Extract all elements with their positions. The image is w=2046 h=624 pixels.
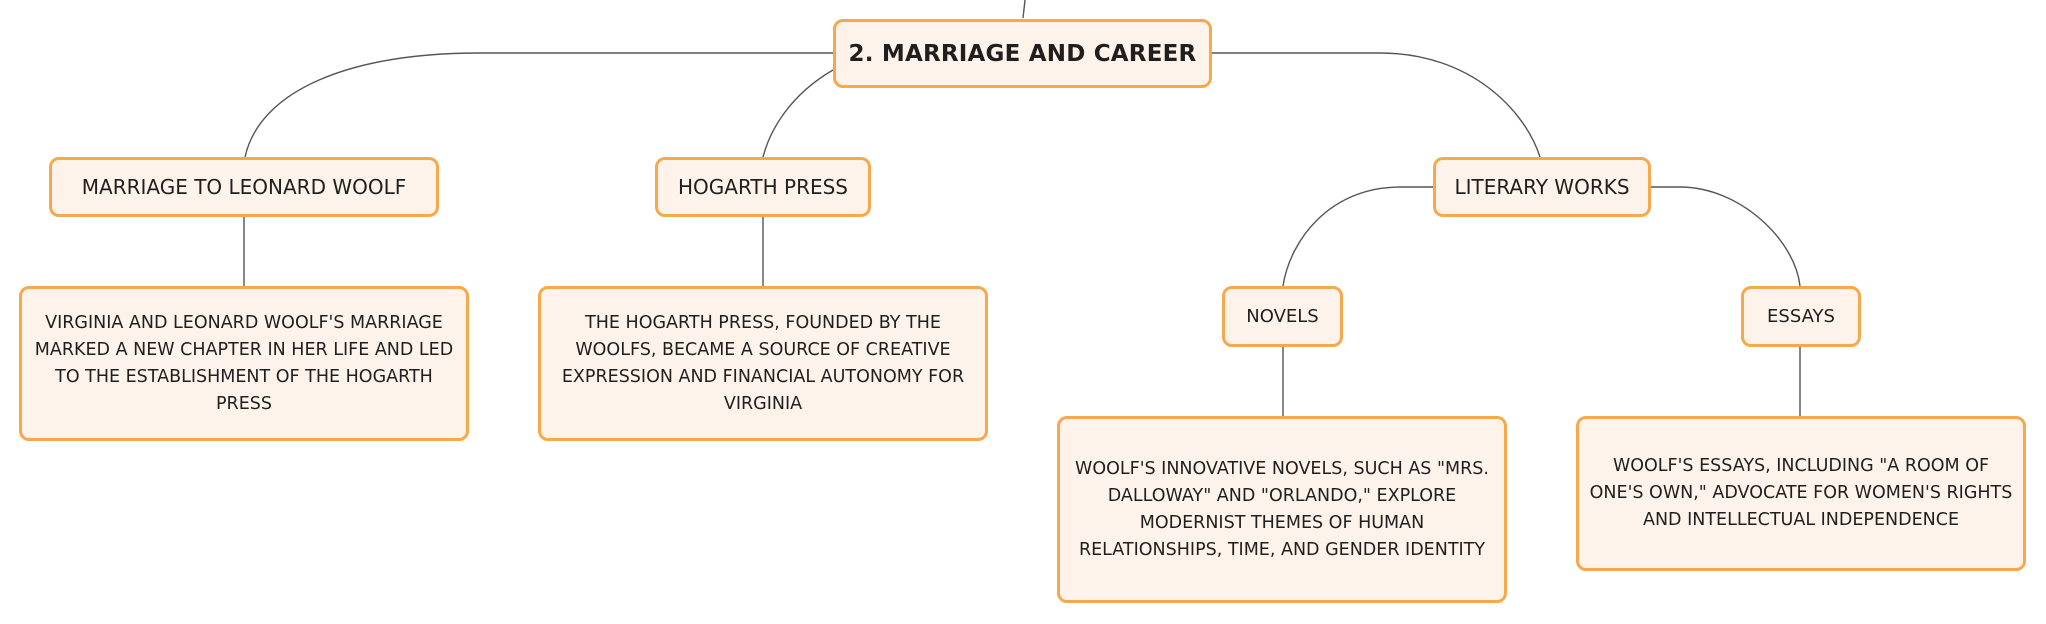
- connector-literary-to-novels: [1282, 186, 1433, 287]
- root-node[interactable]: 2. MARRIAGE AND CAREER: [833, 19, 1212, 88]
- detail-node-novels[interactable]: WOOLF'S INNOVATIVE NOVELS, SUCH AS "MRS.…: [1057, 416, 1507, 603]
- topic-node-label: MARRIAGE TO LEONARD WOOLF: [81, 175, 407, 199]
- root-node-label: 2. MARRIAGE AND CAREER: [848, 40, 1197, 67]
- connector-literary-to-essays: [1650, 186, 1801, 287]
- subtopic-node-label: ESSAYS: [1767, 306, 1835, 327]
- detail-node-text: VIRGINIA AND LEONARD WOOLF'S MARRIAGE MA…: [34, 312, 454, 414]
- detail-node-marriage[interactable]: VIRGINIA AND LEONARD WOOLF'S MARRIAGE MA…: [19, 286, 469, 441]
- detail-node-text: WOOLF'S ESSAYS, INCLUDING "A ROOM OF ONE…: [1589, 456, 2013, 530]
- detail-node-text: WOOLF'S INNOVATIVE NOVELS, SUCH AS "MRS.…: [1075, 458, 1489, 560]
- subtopic-node-label: NOVELS: [1246, 306, 1319, 327]
- connector-root-to-literary: [1212, 52, 1541, 158]
- topic-node-label: HOGARTH PRESS: [678, 175, 848, 199]
- detail-node-hogarth-press[interactable]: THE HOGARTH PRESS, FOUNDED BY THE WOOLFS…: [538, 286, 988, 441]
- subtopic-node-essays[interactable]: ESSAYS: [1741, 286, 1861, 347]
- connector-parent-to-root: [1022, 0, 1026, 19]
- connector-root-to-hogarth: [762, 69, 834, 158]
- connector-root-to-marriage: [244, 52, 833, 158]
- topic-node-literary-works[interactable]: LITERARY WORKS: [1433, 157, 1651, 217]
- topic-node-hogarth-press[interactable]: HOGARTH PRESS: [655, 157, 871, 217]
- subtopic-node-novels[interactable]: NOVELS: [1222, 286, 1343, 347]
- detail-node-text: THE HOGARTH PRESS, FOUNDED BY THE WOOLFS…: [561, 312, 965, 414]
- topic-node-label: LITERARY WORKS: [1454, 175, 1630, 199]
- detail-node-essays[interactable]: WOOLF'S ESSAYS, INCLUDING "A ROOM OF ONE…: [1576, 416, 2026, 571]
- topic-node-marriage[interactable]: MARRIAGE TO LEONARD WOOLF: [49, 157, 439, 217]
